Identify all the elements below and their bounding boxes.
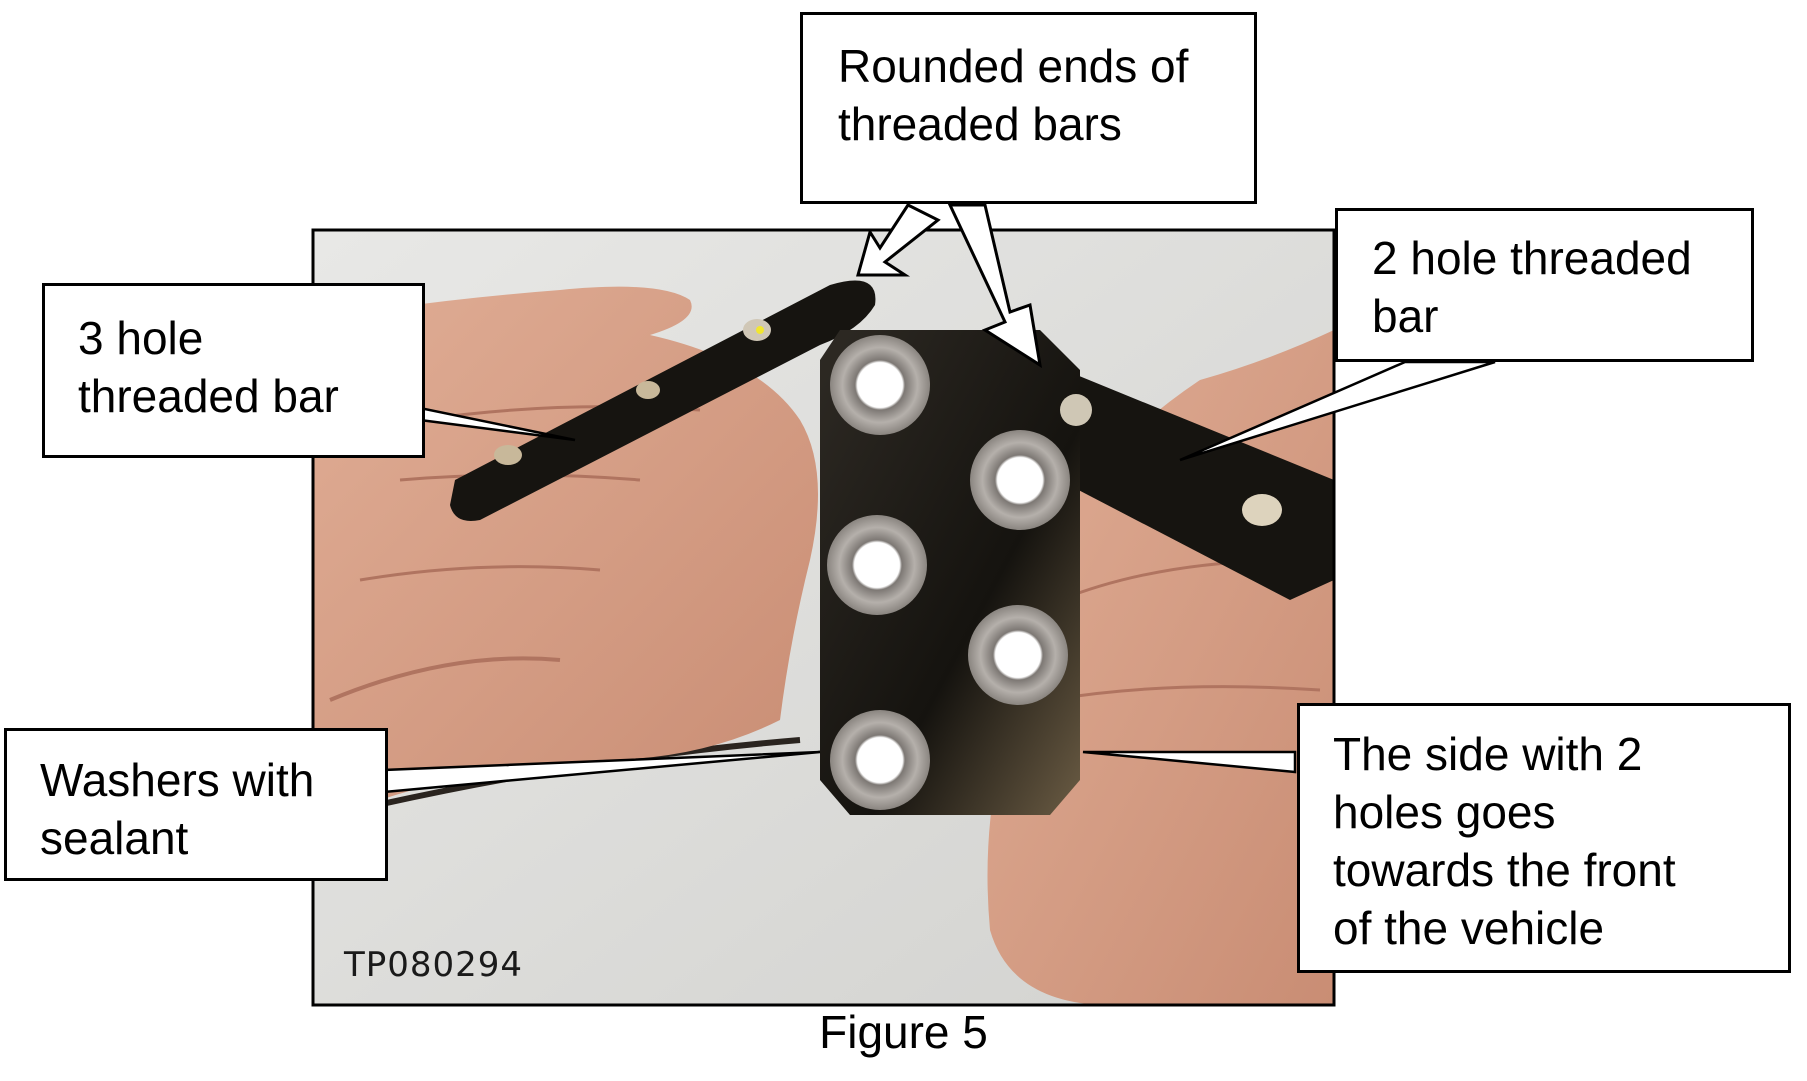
- arrow-icon: [856, 203, 941, 277]
- callout-three-hole-bar: 3 hole threaded bar: [42, 283, 425, 458]
- photo-frame: [311, 228, 1336, 1007]
- washer-icon: [827, 515, 927, 615]
- photo: [313, 230, 1334, 1005]
- callout-rounded-ends: Rounded ends of threaded bars: [800, 12, 1257, 204]
- callout-two-hole-bar: 2 hole threaded bar: [1335, 208, 1754, 362]
- washer-icon: [968, 605, 1068, 705]
- arrow-icon: [947, 203, 1043, 369]
- rounded-ends-arrows: [856, 203, 1043, 369]
- callout-side-two-holes: The side with 2 holes goes towards the f…: [1297, 703, 1791, 973]
- figure-caption: Figure 5: [819, 1006, 988, 1058]
- two-hole-bar-illustration: [1010, 360, 1334, 600]
- callout-washers: Washers with sealant: [4, 728, 388, 881]
- callout-side-two-holes-text: The side with 2 holes goes towards the f…: [1333, 728, 1676, 954]
- washer-icon: [970, 430, 1070, 530]
- callout-washers-text: Washers with sealant: [40, 754, 315, 864]
- pointer-two-hole-bar: [1179, 360, 1496, 462]
- callout-rounded-ends-text: Rounded ends of threaded bars: [838, 40, 1189, 150]
- three-hole-bar-illustration: [450, 280, 876, 521]
- washers-group: [827, 335, 1070, 810]
- callout-pointers: [382, 360, 1496, 794]
- washer-icon: [830, 710, 930, 810]
- pointer-side-two-holes: [1082, 750, 1297, 774]
- callout-three-hole-bar-text: 3 hole threaded bar: [78, 312, 339, 422]
- callout-two-hole-bar-text: 2 hole threaded bar: [1372, 232, 1692, 342]
- photo-id-label: TP080294: [344, 945, 524, 985]
- washer-icon: [830, 335, 930, 435]
